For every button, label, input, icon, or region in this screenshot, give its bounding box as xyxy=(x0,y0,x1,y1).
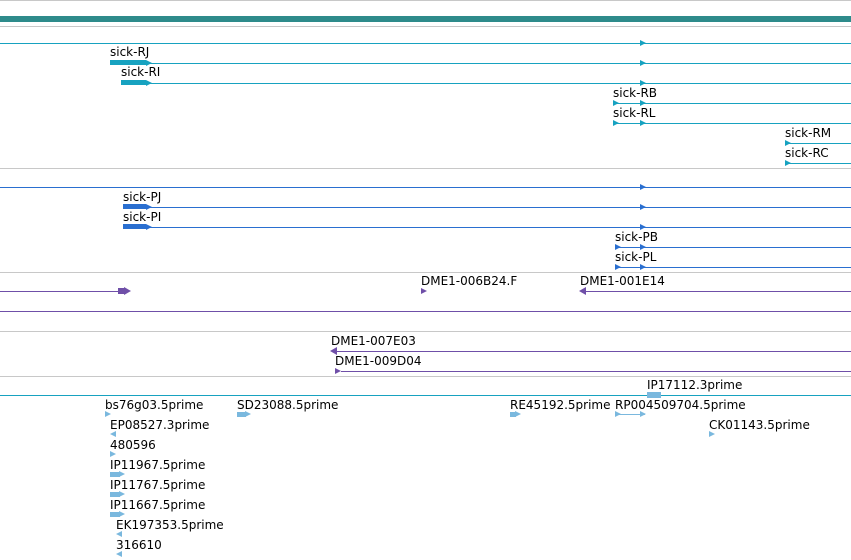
est-label[interactable]: RE45192.5prime xyxy=(510,398,611,412)
strand-arrow-icon xyxy=(335,368,341,374)
transcript-line[interactable] xyxy=(613,123,851,124)
clone-line[interactable] xyxy=(0,311,851,312)
strand-arrow-icon xyxy=(640,244,646,250)
transcript-label[interactable]: sick-RB xyxy=(613,86,658,100)
strand-arrow-icon xyxy=(640,60,646,66)
est-block[interactable] xyxy=(237,412,246,417)
strand-arrow-icon xyxy=(640,204,646,210)
est-block[interactable] xyxy=(110,472,120,477)
est-label[interactable]: bs76g03.5prime xyxy=(105,398,204,412)
est-label[interactable]: IP11967.5prime xyxy=(110,458,206,472)
clone-line[interactable] xyxy=(586,291,851,292)
transcript-line[interactable] xyxy=(146,83,851,84)
strand-arrow-icon xyxy=(245,411,251,417)
strand-arrow-icon xyxy=(515,411,521,417)
strand-arrow-icon xyxy=(330,347,337,355)
strand-arrow-icon xyxy=(640,411,646,417)
transcript-label[interactable]: sick-RJ xyxy=(110,45,150,59)
est-label[interactable]: CK01143.5prime xyxy=(709,418,810,432)
protein-label[interactable]: sick-PI xyxy=(123,210,162,224)
strand-arrow-icon xyxy=(119,491,125,497)
transcript-line[interactable] xyxy=(0,43,851,44)
est-label[interactable]: IP17112.3prime xyxy=(647,378,743,392)
track-separator xyxy=(0,272,851,273)
strand-arrow-icon xyxy=(640,100,646,106)
transcript-exon[interactable] xyxy=(110,60,146,65)
track-separator xyxy=(0,26,851,27)
strand-arrow-icon xyxy=(119,471,125,477)
est-label[interactable]: 316610 xyxy=(116,538,162,552)
clone-label[interactable]: DME1-007E03 xyxy=(331,334,416,348)
strand-arrow-icon xyxy=(579,287,586,295)
clone-line[interactable] xyxy=(341,371,851,372)
strand-arrow-icon xyxy=(119,511,125,517)
clone-label[interactable]: DME1-006B24.F xyxy=(421,274,518,288)
est-label[interactable]: EP08527.3prime xyxy=(110,418,210,432)
transcript-line[interactable] xyxy=(785,143,851,144)
protein-label[interactable]: sick-PL xyxy=(615,250,657,264)
strand-arrow-icon xyxy=(110,431,116,437)
protein-line[interactable] xyxy=(146,227,851,228)
protein-exon[interactable] xyxy=(123,204,146,209)
strand-arrow-icon xyxy=(640,184,646,190)
strand-arrow-icon xyxy=(640,264,646,270)
clone-end[interactable] xyxy=(118,288,124,294)
transcript-label[interactable]: sick-RL xyxy=(613,106,656,120)
est-block[interactable] xyxy=(110,492,120,497)
est-label[interactable]: IP11667.5prime xyxy=(110,498,206,512)
clone-label[interactable]: DME1-009D04 xyxy=(335,354,422,368)
strand-arrow-icon xyxy=(110,451,116,457)
track-separator xyxy=(0,331,851,332)
clone-line[interactable] xyxy=(337,351,851,352)
transcript-exon[interactable] xyxy=(121,80,146,85)
est-block[interactable] xyxy=(510,412,516,417)
transcript-label[interactable]: sick-RI xyxy=(121,65,161,79)
strand-arrow-icon xyxy=(640,40,646,46)
transcript-label[interactable]: sick-RM xyxy=(785,126,832,140)
strand-arrow-icon xyxy=(640,120,646,126)
gene-span-band[interactable] xyxy=(0,16,851,22)
est-line[interactable] xyxy=(0,395,851,396)
protein-line[interactable] xyxy=(146,207,851,208)
est-label[interactable]: IP11767.5prime xyxy=(110,478,206,492)
track-separator xyxy=(0,168,851,169)
transcript-line[interactable] xyxy=(613,103,851,104)
track-separator xyxy=(0,376,851,377)
protein-line[interactable] xyxy=(615,267,851,268)
strand-arrow-icon xyxy=(640,80,646,86)
strand-arrow-icon xyxy=(116,551,122,557)
transcript-line[interactable] xyxy=(146,63,851,64)
transcript-line[interactable] xyxy=(785,163,851,164)
protein-line[interactable] xyxy=(0,187,851,188)
strand-arrow-icon xyxy=(640,224,646,230)
est-label[interactable]: SD23088.5prime xyxy=(237,398,339,412)
est-block[interactable] xyxy=(110,512,120,517)
est-label[interactable]: 480596 xyxy=(110,438,156,452)
track-separator xyxy=(0,0,851,1)
clone-line[interactable] xyxy=(0,291,120,292)
est-block[interactable] xyxy=(647,392,661,398)
est-label[interactable]: EK197353.5prime xyxy=(116,518,224,532)
est-line[interactable] xyxy=(615,414,645,415)
strand-arrow-icon xyxy=(105,411,111,417)
protein-label[interactable]: sick-PB xyxy=(615,230,658,244)
strand-arrow-icon xyxy=(709,431,715,437)
strand-arrow-icon xyxy=(116,531,122,537)
strand-arrow-icon xyxy=(124,287,131,295)
strand-arrow-icon xyxy=(421,288,427,294)
protein-label[interactable]: sick-PJ xyxy=(123,190,162,204)
protein-line[interactable] xyxy=(615,247,851,248)
transcript-label[interactable]: sick-RC xyxy=(785,146,829,160)
clone-label[interactable]: DME1-001E14 xyxy=(580,274,665,288)
est-label[interactable]: RP004509704.5prime xyxy=(615,398,746,412)
protein-exon[interactable] xyxy=(123,224,146,229)
